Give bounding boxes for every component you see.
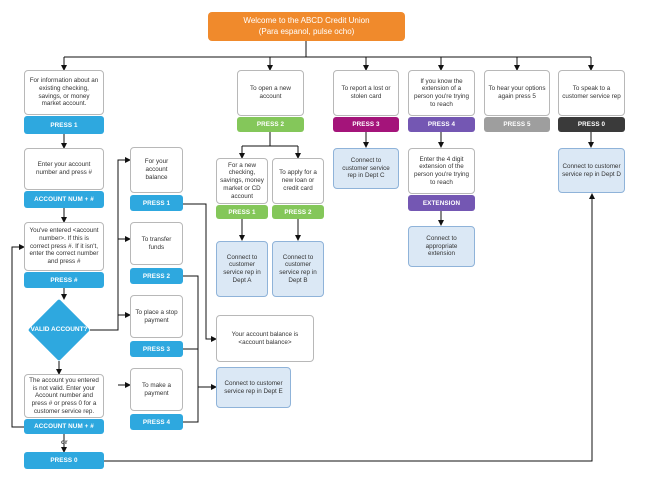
invalid-account-box: The account you entered is not valid. En…: [24, 374, 104, 418]
open-account-box: To open a new account: [237, 70, 304, 116]
new-deposit-account-box: For a new checking, savings, money marke…: [216, 158, 268, 204]
extension-info-box: If you know the extension of a person yo…: [408, 70, 475, 116]
hear-options-box: To hear your options again press 5: [484, 70, 550, 116]
make-payment-box: To make a payment: [130, 368, 183, 411]
account-num-button[interactable]: ACCOUNT NUM + #: [24, 191, 104, 208]
extension-button[interactable]: EXTENSION: [408, 195, 475, 211]
connect-dept-b-box: Connect to customer service rep in Dept …: [272, 241, 324, 297]
connect-dept-d-box: Connect to customer service rep in Dept …: [558, 148, 625, 193]
or-label: or: [61, 439, 68, 446]
connect-extension-box: Connect to appropriate extension: [408, 226, 475, 267]
balance-box: For your account balance: [130, 147, 183, 193]
confirm-account-box: You've entered <account number>. If this…: [24, 222, 104, 271]
loan-press-2-button[interactable]: PRESS 2: [272, 205, 324, 219]
valid-account-decision: VALID ACCOUNT?: [27, 298, 91, 362]
valid-account-label: VALID ACCOUNT?: [30, 325, 88, 333]
new-loan-box: To apply for a new loan or credit card: [272, 158, 324, 204]
balance-result-box: Your account balance is <account balance…: [216, 315, 314, 362]
connect-dept-e-box: Connect to customer service rep in Dept …: [216, 367, 291, 408]
extension-press-4-button[interactable]: PRESS 4: [408, 117, 475, 132]
account-num-retry-button[interactable]: ACCOUNT NUM + #: [24, 419, 104, 434]
enter-extension-box: Enter the 4 digit extension of the perso…: [408, 148, 475, 194]
connect-dept-c-box: Connect to customer service rep in Dept …: [333, 148, 399, 189]
lost-press-3-button[interactable]: PRESS 3: [333, 117, 399, 132]
title-line-1: Welcome to the ABCD Credit Union: [243, 16, 370, 26]
stop-payment-box: To place a stop payment: [130, 295, 183, 338]
balance-press-1-button[interactable]: PRESS 1: [130, 195, 183, 211]
press-hash-button[interactable]: PRESS #: [24, 272, 104, 288]
open-press-2-button[interactable]: PRESS 2: [237, 117, 304, 132]
transfer-funds-box: To transfer funds: [130, 222, 183, 265]
deposit-press-1-button[interactable]: PRESS 1: [216, 205, 268, 219]
enter-account-box: Enter your account number and press #: [24, 148, 104, 190]
press-0-button[interactable]: PRESS 0: [24, 452, 104, 469]
repeat-press-5-button[interactable]: PRESS 5: [484, 117, 550, 132]
connect-dept-a-box: Connect to customer service rep in Dept …: [216, 241, 268, 297]
press-1-button[interactable]: PRESS 1: [24, 116, 104, 134]
transfer-press-2-button[interactable]: PRESS 2: [130, 268, 183, 284]
rep-press-0-button[interactable]: PRESS 0: [558, 117, 625, 132]
welcome-title: Welcome to the ABCD Credit Union (Para e…: [208, 12, 405, 41]
payment-press-4-button[interactable]: PRESS 4: [130, 414, 183, 430]
title-line-2: (Para espanol, pulse ocho): [258, 26, 355, 36]
account-info-box: For information about an existing checki…: [24, 70, 104, 115]
lost-card-box: To report a lost or stolen card: [333, 70, 399, 116]
stop-press-3-button[interactable]: PRESS 3: [130, 341, 183, 357]
speak-rep-box: To speak to a customer service rep: [558, 70, 625, 116]
